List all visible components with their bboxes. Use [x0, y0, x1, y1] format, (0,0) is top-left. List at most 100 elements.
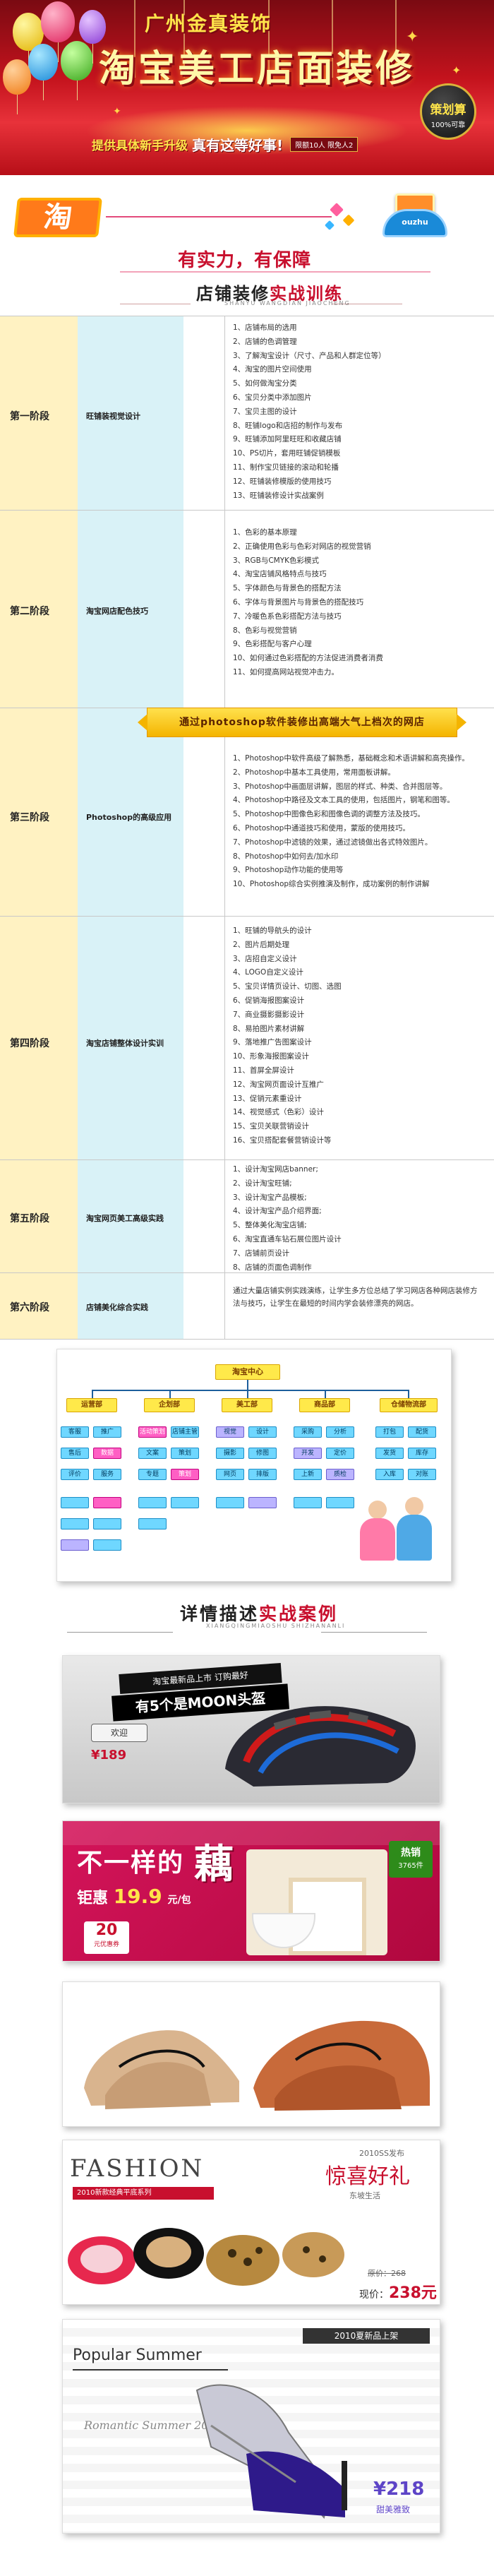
case4-right-tag: 东坡生活	[349, 2191, 380, 2200]
org-leaf-node: 上新	[294, 1469, 322, 1480]
star-icon: ✦	[113, 106, 121, 117]
list-item: 8、Photoshop中如何去/加水印	[233, 852, 339, 861]
curriculum-table: 第一阶段 旺铺装视觉设计 1、店铺布局的选用 2、店铺的色调管理 3、了解淘宝设…	[0, 316, 494, 1340]
banner-subtitle-white: 真有这等好事!	[192, 136, 284, 154]
spotlight	[268, 0, 270, 78]
org-leaf-node: 配货	[408, 1426, 436, 1438]
training-title-part2: 实战训练	[270, 284, 343, 304]
case5-price-label: 甜美雅致	[376, 2505, 411, 2515]
banner-title-line1: 广州金真装饰	[145, 12, 272, 35]
person-illustration-icon	[360, 1518, 395, 1561]
org-leaf-node: 分析	[326, 1426, 354, 1438]
spotlight	[134, 0, 135, 78]
org-root-node: 淘宝中心	[215, 1364, 280, 1380]
org-leaf-node: 设计	[248, 1426, 277, 1438]
coupon: 20 元优惠券	[84, 1921, 129, 1954]
case-fashion: FASHION 2010新款经典平底系列 2010SS发布 惊喜好礼 东坡生活 …	[62, 2140, 440, 2305]
case-shoes	[62, 1981, 440, 2127]
list-item: 5、宝贝详情页设计、切图、选图	[233, 982, 342, 991]
detail-title: 详情描述实战案例	[180, 1600, 338, 1626]
org-leaf-node: 数据	[93, 1448, 121, 1459]
shoes-illustration-icon	[84, 2020, 430, 2111]
list-item: 8、易拍图片素材讲解	[233, 1024, 305, 1033]
stage-label: 第一阶段	[10, 411, 49, 422]
list-item: 5、字体颜色与背景色的搭配方法	[233, 584, 342, 593]
connector-line	[247, 1390, 248, 1398]
divider-line	[106, 216, 332, 217]
training-subtitle-en: SHANYU WANGDIAN JIAOCHENG	[224, 300, 351, 306]
list-item: 8、店铺的页面色调制作	[233, 1263, 312, 1272]
list-item: 4、设计淘宝产品介绍界面;	[233, 1207, 322, 1216]
detail-title-part2: 实战案例	[259, 1604, 339, 1624]
org-leaf-node: 入库	[375, 1469, 404, 1480]
org-leaf-node: 质检	[326, 1469, 354, 1480]
list-item: 10、形象海报图案设计	[233, 1052, 309, 1061]
list-item: 8、旺铺logo和店招的制作与发布	[233, 421, 343, 430]
case-helmet: 淘宝最新品上市 订购最好 有5个是MOON头盔 欢迎 ¥189	[62, 1655, 440, 1803]
list-item: 3、店招自定义设计	[233, 954, 297, 963]
shop-sign-icon: ouzhu	[367, 192, 466, 243]
list-item: 6、促销海报图案设计	[233, 996, 305, 1005]
list-item: 15、宝贝关联营销设计	[233, 1122, 309, 1131]
connector-line	[169, 1390, 171, 1398]
banner-subtitle-yellow: 提供具体新手升级	[92, 138, 188, 153]
stage-items: 1、设计淘宝网店banner; 2、设计淘宝旺铺; 3、设计淘宝产品模板; 4、…	[233, 1163, 487, 1275]
org-leaf-node: 摄影	[216, 1448, 244, 1459]
org-diagram: 淘宝中心 运营部 企划部 美工部 商品部 仓储物流部 客服 推广 活动策划 店铺…	[49, 1349, 452, 1589]
training-title: 店铺装修实战训练	[196, 280, 343, 304]
org-leaf-node	[216, 1497, 244, 1508]
list-item: 1、Photoshop中软件高级了解熟悉，基础概念和术语讲解和高亮操作。	[233, 754, 469, 763]
org-leaf-node	[138, 1497, 167, 1508]
case4-now-label: 现价：	[359, 2289, 389, 2301]
case2-price-unit: 元/包	[167, 1895, 191, 1906]
case2-hot-label: 热销	[401, 1847, 421, 1859]
case5-script: Romantic Summer 2010	[84, 2419, 223, 2432]
org-leaf-node	[138, 1518, 167, 1530]
banner-subtitle: 提供具体新手升级 真有这等好事! 限额10人 限免人2	[92, 133, 359, 155]
list-item: 5、如何做淘宝分类	[233, 379, 297, 388]
stage-items: 1、Photoshop中软件高级了解熟悉，基础概念和术语讲解和高亮操作。 2、P…	[233, 752, 487, 892]
org-leaf-node	[171, 1497, 199, 1508]
stage-topic: 淘宝网页美工高级实践	[86, 1214, 164, 1223]
list-item: 3、RGB与CMYK色彩模式	[233, 556, 320, 565]
title-decor-line	[67, 1632, 173, 1633]
org-leaf-node	[93, 1518, 121, 1530]
row-divider	[0, 1272, 494, 1273]
list-item: 2、Photoshop中基本工具使用，常用面板讲解。	[233, 768, 395, 777]
title-decor-line	[321, 1632, 427, 1633]
highlight-banner: 通过photoshop软件装修出高端大气上档次的网店	[138, 708, 466, 737]
case5-left-title: Popular Summer	[73, 2347, 202, 2364]
org-leaf-node: 策划	[171, 1448, 199, 1459]
org-leaf-node: 推广	[93, 1426, 121, 1438]
list-item: 6、字体与背景图片与背景色的搭配技巧	[233, 597, 364, 607]
org-leaf-node: 打包	[375, 1426, 404, 1438]
person-illustration-icon	[405, 1497, 423, 1515]
org-leaf-node: 文案	[138, 1448, 167, 1459]
balloon-icon	[28, 44, 58, 100]
org-leaf-node: 活动策划	[138, 1426, 167, 1438]
stage-topic: Photoshop的高级应用	[86, 813, 172, 822]
list-item: 1、旺铺的导航头的设计	[233, 926, 312, 935]
list-item: 2、图片后期处理	[233, 940, 290, 949]
spotlight	[183, 0, 185, 78]
org-leaf-node	[61, 1497, 89, 1508]
stage-paragraph: 通过大量店铺实例实践演练，让学生多方位总结了学习网店各种网店装修方法与技巧，让学…	[233, 1287, 478, 1308]
gem-icon	[342, 214, 355, 227]
connector-line	[247, 1380, 248, 1390]
list-item: 5、Photoshop中图像色彩和图像色调的调整方法及技巧。	[233, 810, 425, 819]
list-item: 10、如何通过色彩搭配的方法促进消费者消费	[233, 654, 383, 663]
list-item: 11、首屏全屏设计	[233, 1066, 294, 1075]
case4-now-price: 238元	[389, 2284, 437, 2302]
case4-now-row: 现价：238元	[359, 2280, 437, 2303]
banner-title-line2: 淘宝美工店面装修	[99, 48, 416, 90]
list-item: 5、整体美化淘宝店铺;	[233, 1221, 307, 1230]
case2-title: 不一样的	[77, 1849, 185, 1878]
case4-old-price: 原价：268	[368, 2269, 406, 2278]
org-leaf-node: 网页	[216, 1469, 244, 1480]
list-item: 4、Photoshop中路径及文本工具的使用，包括图片，钢笔和图等。	[233, 796, 454, 805]
row-divider	[0, 1339, 494, 1340]
org-head-node: 企划部	[144, 1398, 195, 1412]
spotlight	[395, 0, 397, 78]
list-item: 3、设计淘宝产品模板;	[233, 1193, 307, 1202]
